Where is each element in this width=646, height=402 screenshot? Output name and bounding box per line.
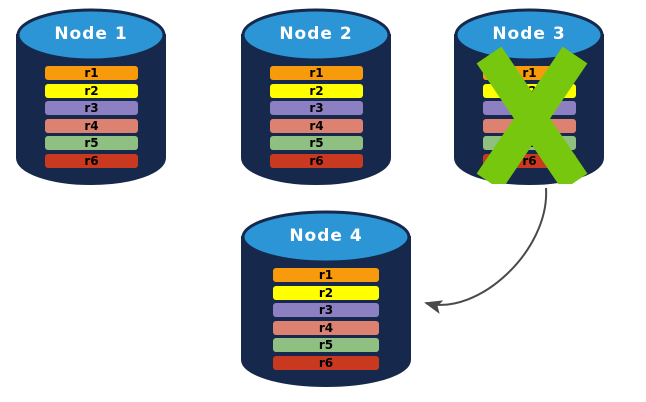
row-r1-node3[interactable]: r1 [483,66,576,80]
row-r2-node2[interactable]: r2 [270,83,363,98]
row-r6-node2[interactable]: r6 [270,154,363,168]
row-r4-node4[interactable]: r4 [273,320,379,335]
row-r3-node3[interactable]: r3 [483,101,576,116]
row-r5-node4[interactable]: r5 [273,338,379,353]
row-r2-node3[interactable]: r2 [483,83,576,98]
row-r2-node1[interactable]: r2 [45,83,138,98]
row-r6-node3[interactable]: r6 [483,154,576,168]
row-r1-node2[interactable]: r1 [270,66,363,80]
row-r4-node1[interactable]: r4 [45,118,138,133]
row-r2-node4[interactable]: r2 [273,285,379,300]
row-r5-node1[interactable]: r5 [45,136,138,151]
row-r4-node3[interactable]: r4 [483,118,576,133]
cylinder-top-disc [241,210,411,264]
row-r3-node2[interactable]: r3 [270,101,363,116]
row-r1-node4[interactable]: r1 [273,268,379,282]
row-r6-node4[interactable]: r6 [273,356,379,370]
row-r3-node4[interactable]: r3 [273,303,379,318]
row-r5-node3[interactable]: r5 [483,136,576,151]
row-r1-node1[interactable]: r1 [45,66,138,80]
cylinder-top-disc [241,8,391,62]
row-r4-node2[interactable]: r4 [270,118,363,133]
cylinder-top-disc [16,8,166,62]
row-r6-node1[interactable]: r6 [45,154,138,168]
row-r3-node1[interactable]: r3 [45,101,138,116]
cylinder-top-disc [454,8,604,62]
row-r5-node2[interactable]: r5 [270,136,363,151]
